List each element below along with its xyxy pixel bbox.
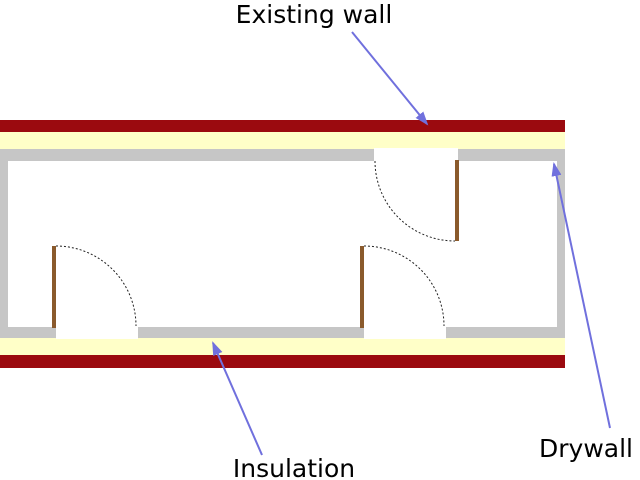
insulation-top [0,132,565,149]
door-opening-top [374,148,458,162]
drywall-label: Drywall [539,434,633,463]
door-leaf-middle [360,246,364,328]
existing-wall-bottom [0,355,565,368]
drywall-bottom [0,327,565,338]
insulation-arrow [212,341,263,456]
insulation-label: Insulation [233,454,355,480]
drywall-left [0,149,8,338]
existing-wall-label: Existing wall [236,0,393,29]
insulation-bottom [0,338,565,355]
door-swing-middle [363,245,445,327]
existing-wall-arrow [351,31,429,126]
drywall-arrow [551,162,611,429]
door-swing-left [55,245,137,327]
door-leaf-left [52,246,56,328]
drywall-right [557,149,565,338]
door-opening-left [56,326,138,339]
door-swing-top [374,160,456,242]
door-leaf-top [455,160,459,241]
door-opening-middle [364,326,446,339]
drywall-top [0,149,565,161]
existing-wall-top [0,120,565,132]
